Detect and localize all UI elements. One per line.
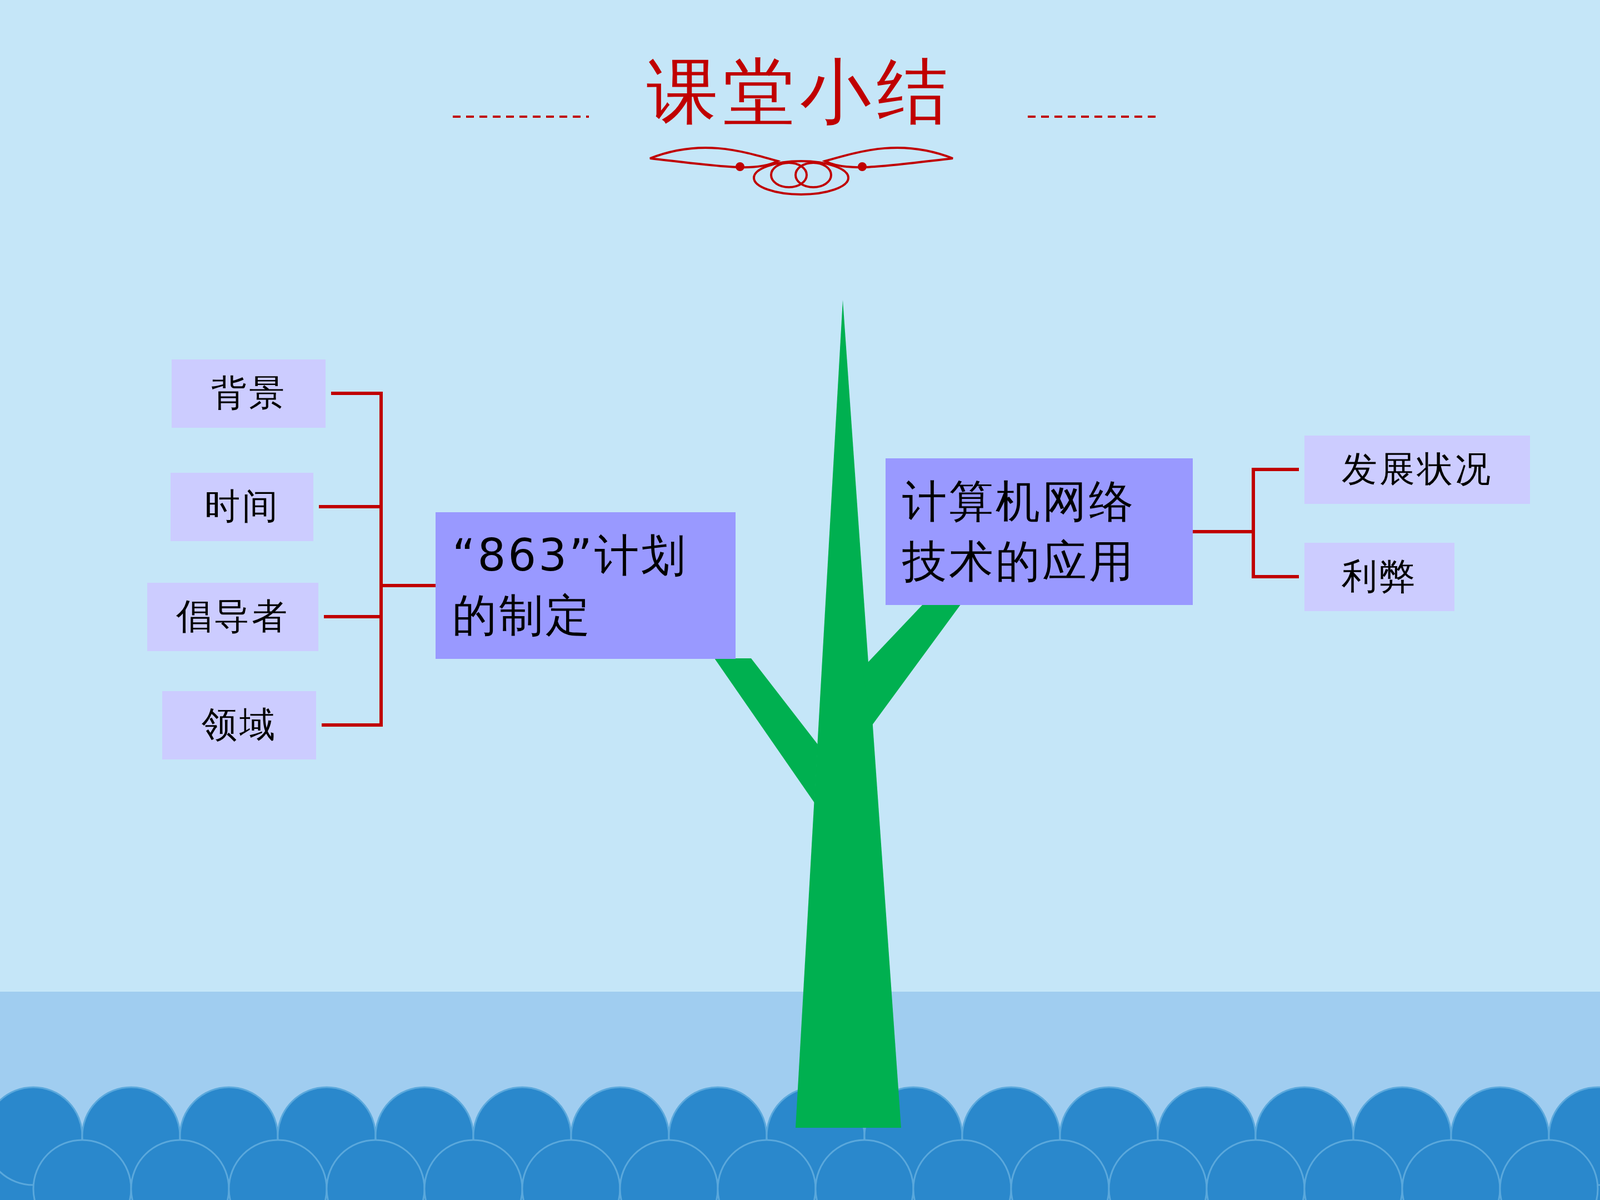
scallop [1108,1140,1207,1200]
title-text: 课堂小结 [646,50,954,133]
dash-line [1027,115,1162,118]
node-text: 利弊 [1341,553,1418,600]
topic-box: 计算机网络技术的应用 [885,458,1193,605]
ornament [650,147,953,195]
bracket-connector [321,585,436,725]
node-text: 领域 [201,701,278,748]
title: 课堂小结 [0,44,1600,141]
scallop [620,1140,718,1200]
point-box: 倡导者 [147,582,319,652]
scallop [33,1140,132,1200]
scallop [1304,1140,1403,1200]
point-box: 时间 [170,472,314,542]
point-box: 利弊 [1304,542,1455,612]
bracket-connector [1192,531,1299,577]
node-text: 发展状况 [1341,446,1493,493]
scallop [424,1140,523,1200]
scallop [326,1140,425,1200]
bracket-connector [318,506,436,586]
node-text: “863”计划的制定 [452,525,719,646]
node-text: 背景 [211,370,287,417]
scallop [1206,1140,1305,1200]
scallop [913,1140,1012,1200]
tree [714,300,962,1128]
scallop [228,1140,327,1200]
node-text: 倡导者 [176,593,290,640]
scallop [1011,1140,1109,1200]
dash-line [452,115,589,118]
topic-box: “863”计划的制定 [435,512,736,659]
scallop [717,1140,816,1200]
node-text: 时间 [204,483,280,530]
bracket-connector [331,393,436,586]
point-box: 领域 [162,691,317,760]
node-text: 计算机网络技术的应用 [902,471,1177,592]
scallop [131,1140,229,1200]
scallop [1500,1140,1598,1200]
scallop [522,1140,620,1200]
scallop [815,1140,914,1200]
point-box: 发展状况 [1304,435,1530,504]
scallop [1402,1140,1500,1200]
bracket-connector [1192,469,1299,532]
point-box: 背景 [171,359,326,428]
